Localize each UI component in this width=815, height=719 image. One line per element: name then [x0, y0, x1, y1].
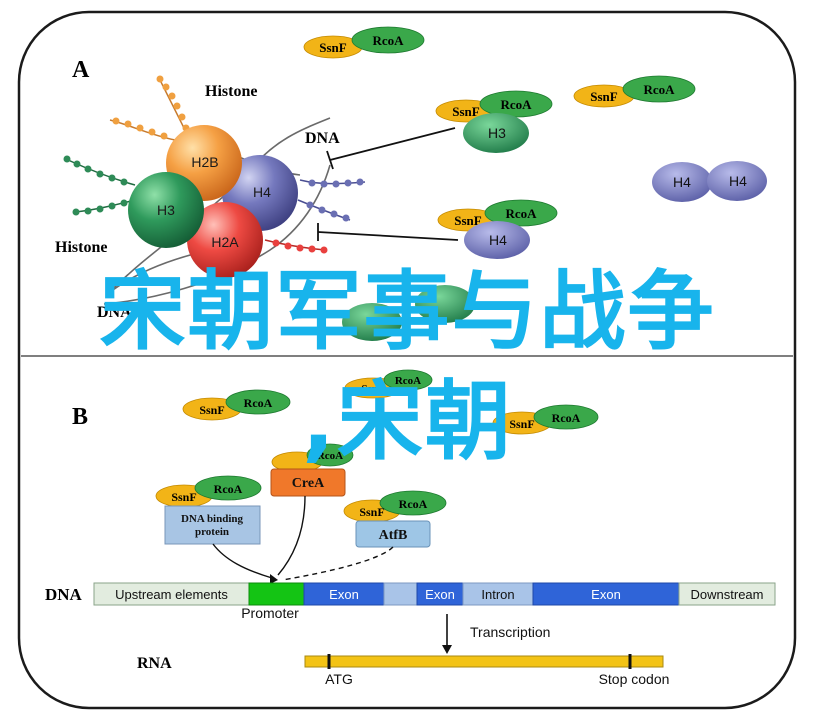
free-h4-ball-left — [652, 162, 712, 202]
segment-intron-label: Intron — [481, 587, 514, 602]
rna-bar — [304, 655, 664, 668]
atfb-complex: SsnF RcoA AtfB — [343, 490, 447, 548]
ssnf-label: SsnF — [171, 490, 196, 504]
segment-upstream-elements-label: Upstream elements — [115, 587, 228, 602]
rcoa-label: RcoA — [214, 482, 243, 496]
segment-promoter — [248, 582, 305, 606]
ssnf-label: SsnF — [361, 383, 385, 395]
inhibition-arrow-2 — [317, 223, 459, 241]
panel-a-label: A — [72, 57, 90, 83]
dna-top-label: DNA — [305, 130, 340, 147]
atfb-label: AtfB — [379, 528, 408, 543]
transcription-arrow — [442, 614, 452, 654]
free-h4-label-left: H4 — [673, 174, 691, 190]
rcoa-label: RcoA — [372, 33, 404, 48]
ssnf-rcoa-pair-3: SsnF RcoA — [573, 75, 696, 108]
rcoa-tag — [533, 404, 599, 430]
gene-bar: Upstream elements Exon Exon Intron Exon Downs… — [93, 582, 776, 606]
h2b-label: H2B — [191, 154, 218, 170]
dna-binding-protein-box — [164, 505, 261, 545]
segment-exon-1-label: Exon — [329, 587, 359, 602]
atg-label: ATG — [325, 671, 353, 687]
rcoa-label: RcoA — [500, 97, 532, 112]
overlay-title-line2: ,宋朝 — [302, 372, 513, 472]
segment-downstream — [678, 582, 776, 606]
rcoa-tag — [379, 490, 447, 516]
rcoa-label: RcoA — [244, 396, 273, 410]
rcoa-label: RcoA — [505, 206, 537, 221]
histone-left-label: Histone — [55, 239, 107, 256]
rcoa-label: RcoA — [643, 82, 675, 97]
segment-downstream-label: Downstream — [691, 587, 764, 602]
promoter-label: Promoter — [241, 605, 299, 621]
ssnf-label: SsnF — [319, 40, 347, 55]
crea-box — [270, 468, 346, 497]
ssnf-rcoa-pair-b3: SsnF RcoA — [492, 404, 599, 435]
free-h4-ball — [464, 221, 530, 259]
partial-h3-left — [342, 303, 402, 341]
panel-b-label: B — [72, 404, 88, 430]
rcoa-tag — [306, 443, 354, 467]
ssnf-label: SsnF — [199, 403, 224, 417]
nucleosome — [128, 125, 298, 278]
rcoa-label: RcoA — [395, 375, 421, 387]
dna-bottom-label: DNA — [97, 304, 132, 321]
ssnf-rcoa-pair-b2: SsnF RcoA — [344, 369, 433, 399]
rcoa-tag — [479, 90, 553, 118]
segment-gap — [383, 582, 418, 606]
dna-track-label: DNA — [45, 585, 83, 604]
rcoa-tag — [194, 475, 262, 501]
rcoa-label: RcoA — [399, 497, 428, 511]
histone-tail-purple — [299, 178, 366, 188]
ssnf-label: SsnF — [452, 104, 480, 119]
free-h3-histone: H3 — [463, 113, 529, 153]
free-h3-label: H3 — [488, 125, 506, 141]
h2a-label: H2A — [211, 234, 239, 250]
partial-histones — [342, 285, 475, 341]
rcoa-tag — [225, 389, 291, 415]
crea-complex: RcoA CreA — [270, 443, 354, 497]
rcoa-tag — [622, 75, 696, 103]
free-h4-histone: H4 — [464, 221, 530, 259]
inhibition-arrow-1 — [326, 127, 456, 170]
stop-codon-label: Stop codon — [599, 671, 670, 687]
histone-h2a-ball — [187, 202, 263, 278]
free-h4-ball-right — [707, 161, 767, 201]
overlay-title-line1: 宋朝军事与战争 — [99, 262, 716, 362]
ssnf-rcoa-pair-b1: SsnF RcoA — [182, 389, 291, 421]
partial-h3-right — [415, 285, 475, 323]
ssnf-rcoa-pair-2: SsnF RcoA — [435, 90, 553, 123]
free-h4-label: H4 — [489, 232, 507, 248]
rcoa-tag — [484, 199, 558, 227]
ssnf-label: SsnF — [509, 417, 534, 431]
free-h4-pair: H4 H4 — [652, 161, 767, 202]
ssnf-label: SsnF — [590, 89, 618, 104]
crea-label: CreA — [292, 476, 325, 491]
free-h3-ball — [463, 113, 529, 153]
segment-exon-2-label: Exon — [425, 587, 455, 602]
histone-tail-purple-2 — [297, 199, 351, 222]
segment-exon-3-label: Exon — [591, 587, 621, 602]
histone-tail-red — [264, 239, 328, 254]
rcoa-label: RcoA — [552, 411, 581, 425]
free-h4-label-right: H4 — [729, 173, 747, 189]
rcoa-tag — [383, 369, 433, 391]
histone-tail-orange-2 — [109, 117, 176, 141]
h4-label: H4 — [253, 184, 271, 200]
ssnf-label: SsnF — [454, 213, 482, 228]
ssnf-label: SsnF — [359, 505, 384, 519]
transcription-label: Transcription — [470, 624, 550, 640]
ssnf-rcoa-pair-1: SsnF RcoA — [303, 26, 425, 59]
rcoa-label: RcoA — [317, 450, 343, 462]
histone-top-label: Histone — [205, 83, 257, 100]
histone-h3-ball — [128, 172, 204, 248]
rcoa-tag — [351, 26, 425, 54]
h3-label: H3 — [157, 202, 175, 218]
histone-tail-green — [63, 155, 136, 186]
regulator-arrows — [212, 495, 394, 584]
rna-track-label: RNA — [137, 655, 172, 672]
